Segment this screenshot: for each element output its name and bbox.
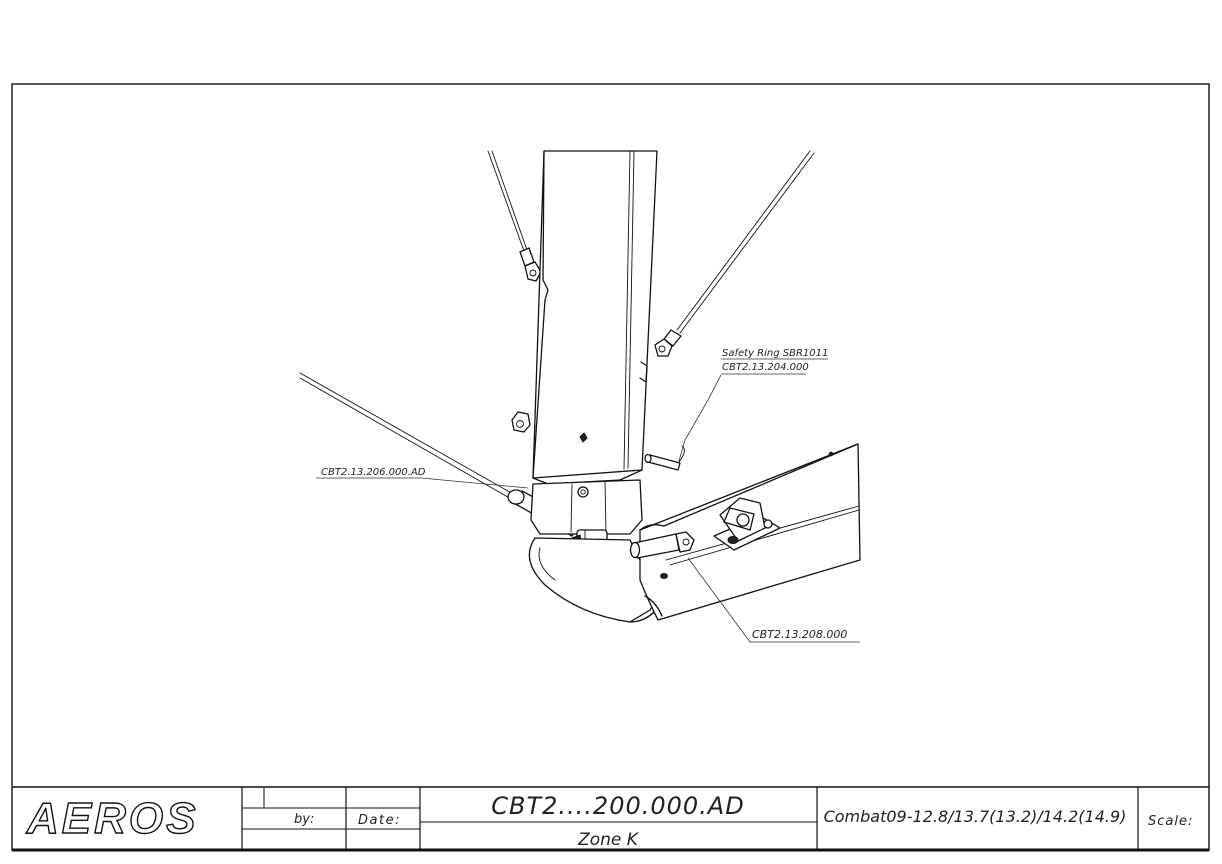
zone-label: Zone K xyxy=(577,830,640,850)
model-label: Combat09-12.8/13.7(13.2)/14.2(14.9) xyxy=(824,807,1127,826)
safety-ring-part-label: CBT2.13.204.000 xyxy=(722,362,809,373)
leader-safety-ring xyxy=(678,374,722,462)
part-206-label: CBT2.13.206.000.AD xyxy=(321,467,426,478)
part-208-label: CBT2.13.208.000 xyxy=(752,628,847,641)
leader-208 xyxy=(687,557,860,643)
upper-right-cable xyxy=(654,150,815,357)
mounting-bracket xyxy=(713,497,781,551)
leader-206 xyxy=(316,477,529,489)
upper-left-cable xyxy=(487,150,542,282)
title-block: AEROS by: Date: CBT2....200.000.AD Zone … xyxy=(12,786,1209,852)
bolt-208 xyxy=(629,531,695,559)
assembly-illustration xyxy=(299,150,861,643)
date-label: Date: xyxy=(358,813,401,828)
scale-label: Scale: xyxy=(1148,814,1193,829)
safety-ring-pin xyxy=(644,445,685,471)
safety-ring-name-label: Safety Ring SBR1011 xyxy=(722,348,828,359)
callout-safety-ring: Safety Ring SBR1011 CBT2.13.204.000 xyxy=(721,348,828,375)
vertical-tube xyxy=(511,150,658,485)
by-label: by: xyxy=(294,812,314,827)
aeros-logo: AEROS xyxy=(26,794,198,843)
drawing-number: CBT2....200.000.AD xyxy=(491,792,744,820)
